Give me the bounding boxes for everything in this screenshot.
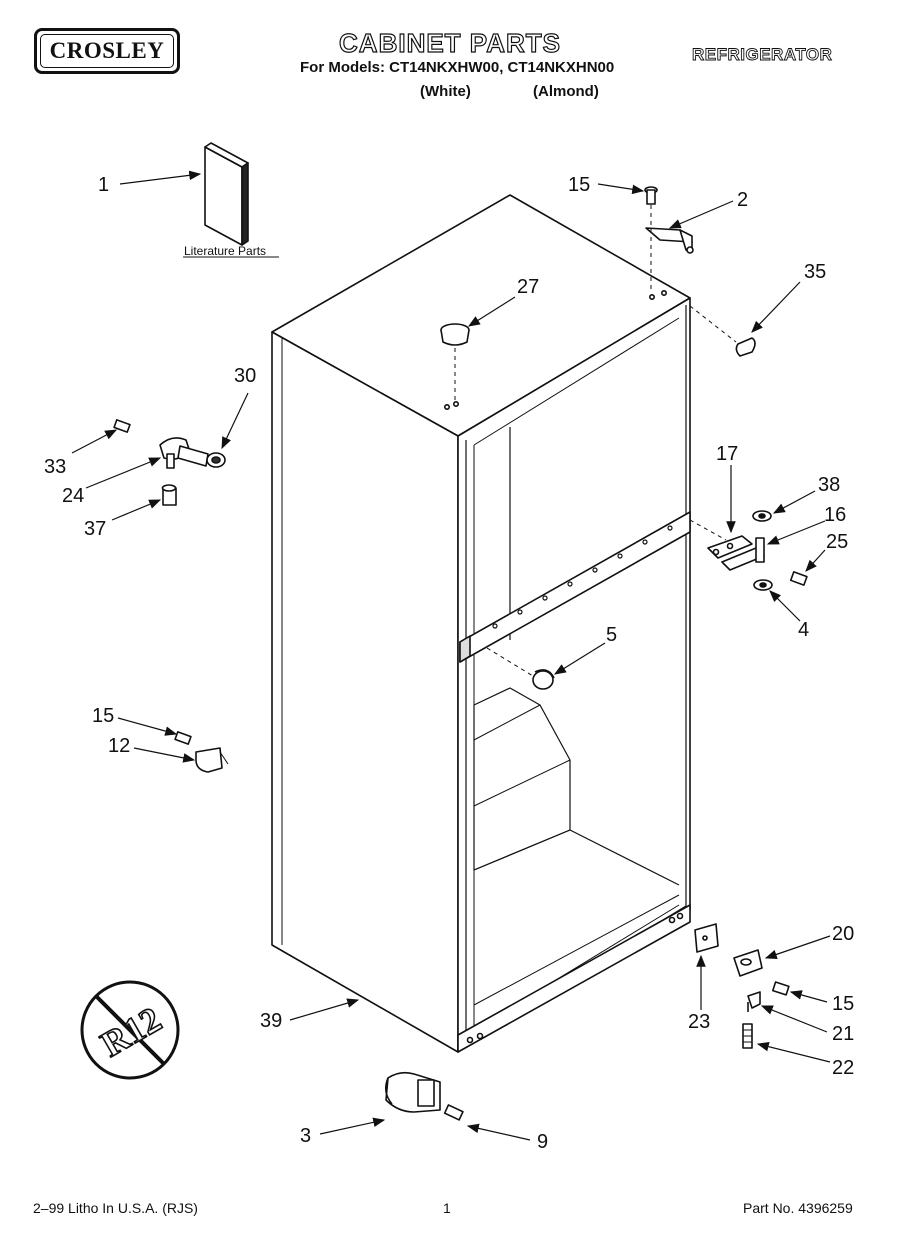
callout-4: 4	[798, 619, 809, 641]
no-r12-icon	[80, 980, 180, 1080]
plug-5	[486, 647, 555, 690]
screw-15-bottom	[771, 981, 790, 996]
washer-4	[753, 579, 773, 591]
callout-33: 33	[44, 456, 66, 478]
bottom-hinge-20	[733, 949, 763, 977]
screw-25	[789, 571, 808, 586]
plug-27	[440, 323, 470, 400]
callout-12: 12	[108, 735, 130, 757]
callout-38: 38	[818, 474, 840, 496]
callout-30: 30	[234, 365, 256, 387]
callout-27: 27	[517, 276, 539, 298]
callout-22: 22	[832, 1057, 854, 1079]
page-title: CABINET PARTS	[338, 27, 561, 58]
pin-21	[747, 991, 761, 1012]
footer-litho: 2–99 Litho In U.S.A. (RJS)	[33, 1200, 198, 1216]
callout-17: 17	[716, 443, 738, 465]
callout-numbers: 1 15 2 35 27 30 33 24 37 17 38 16 25 4 5…	[44, 174, 854, 1153]
bracket-12	[195, 747, 229, 773]
footer-part-number: Part No. 4396259	[743, 1200, 853, 1216]
screw-15-left	[174, 731, 192, 745]
callout-37: 37	[84, 518, 106, 540]
variant-almond: (Almond)	[533, 83, 599, 100]
callout-15-left: 15	[92, 705, 114, 727]
callout-2: 2	[737, 189, 748, 211]
callout-24: 24	[62, 485, 84, 507]
bracket-3	[384, 1071, 441, 1113]
top-hinge-2	[645, 227, 694, 254]
hinge-assembly-24	[113, 419, 226, 506]
brand-name: CROSLEY	[49, 38, 165, 63]
brand-logo: CROSLEY	[34, 28, 180, 74]
callout-9: 9	[537, 1131, 548, 1153]
callout-5: 5	[606, 624, 617, 646]
models-line: For Models: CT14NKXHW00, CT14NKXHN00	[300, 59, 615, 76]
screw-22	[742, 1023, 753, 1049]
hinge-cover-35	[689, 305, 756, 357]
callout-21: 21	[832, 1023, 854, 1045]
callout-3: 3	[300, 1125, 311, 1147]
literature-booklet	[204, 142, 249, 246]
callout-35: 35	[804, 261, 826, 283]
callout-20: 20	[832, 923, 854, 945]
callout-39: 39	[260, 1010, 282, 1032]
literature-parts-label: Literature Parts	[184, 244, 266, 258]
center-mullion	[459, 511, 691, 663]
screw-15-top	[644, 186, 658, 292]
callout-15-top: 15	[568, 174, 590, 196]
callout-25: 25	[826, 531, 848, 553]
variant-white: (White)	[420, 83, 471, 100]
shim-23	[694, 923, 719, 953]
washer-38	[752, 510, 772, 522]
center-hinge-17	[689, 519, 765, 571]
callout-1: 1	[98, 174, 109, 196]
screw-9	[443, 1104, 464, 1121]
callout-16: 16	[824, 504, 846, 526]
callout-23: 23	[688, 1011, 710, 1033]
refrigerator-cabinet	[271, 194, 691, 1053]
callout-15-bottom: 15	[832, 993, 854, 1015]
footer-page-number: 1	[443, 1200, 451, 1216]
category-label: REFRIGERATOR	[692, 45, 833, 65]
leader-lines	[71, 170, 831, 1141]
